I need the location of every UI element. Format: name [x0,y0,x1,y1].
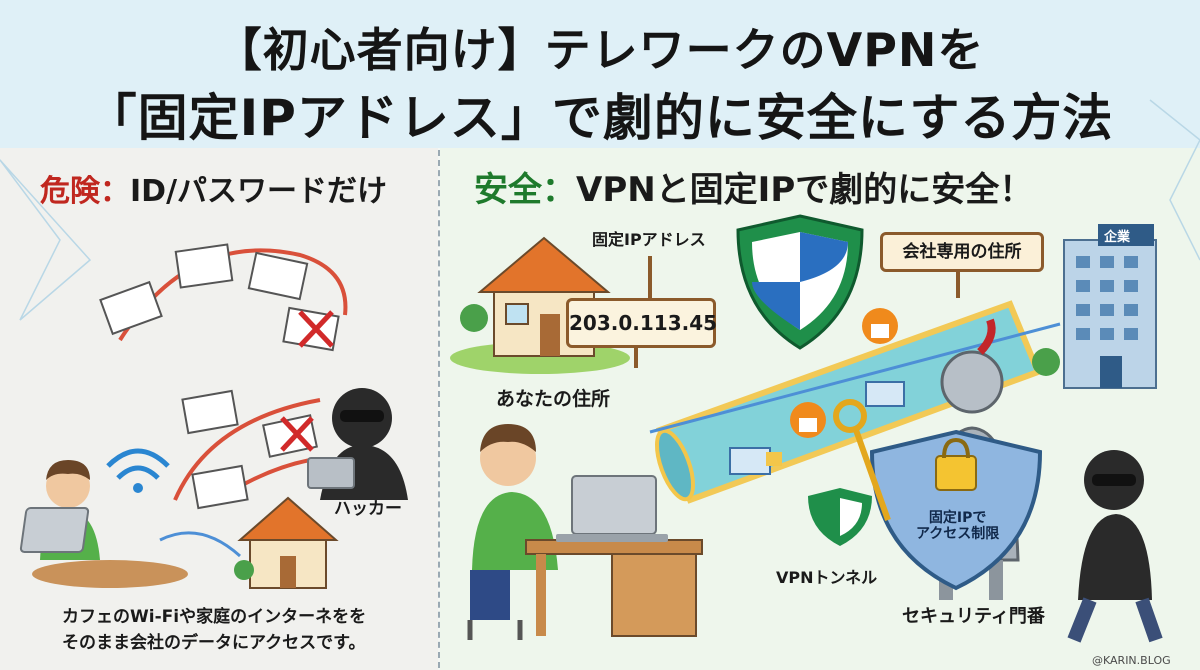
postcard-icon [247,251,309,301]
postcard-icon [99,280,163,336]
envelope-icon [865,381,905,407]
padlock-icon [790,402,826,438]
credit-watermark: @KARIN.BLOG [1092,654,1171,667]
danger-heading-text: ID/パスワードだけ [130,174,388,209]
home-icon-left [234,496,339,589]
company-badge: 企業 [1104,230,1131,245]
panel-divider [438,150,440,668]
small-shield-icon [808,488,872,546]
web-decoration [0,99,1200,321]
envelope-arc-lower [173,389,321,510]
left-caption: カフェのWi-Fiや家庭のインターネをを そのまま会社のデータにアクセスです。 [62,604,366,656]
danger-heading: 危険：ID/パスワードだけ [40,166,387,210]
postcard-icon [191,464,249,510]
shield-caption-line-2: アクセス制限 [916,526,1000,542]
wifi-icon [106,448,170,493]
title-line-2: 「固定IPアドレス」で劇的に安全にする方法 [86,89,1114,147]
hacker-label: ハッカー [334,499,402,519]
company-address-sign: 会社専用の住所 [880,232,1044,272]
ip-address-sign: 203.0.113.45 [566,298,717,348]
safe-heading-text: VPNと固定IPで劇的に安全！ [576,170,1034,210]
caption-line-1: カフェのWi-Fiや家庭のインターネをを [62,607,367,627]
postcard-icon [181,389,239,435]
shield-logo-icon [736,214,864,350]
postcard-icon [174,243,234,289]
home-line [159,531,242,558]
title-line-1: 【初心者向け】テレワークのVPNを [215,23,985,77]
intercepted-postcard-icon [282,306,340,352]
your-address-label: あなたの住所 [496,388,611,410]
hacker-icon [307,388,408,500]
intercepted-postcard-icon [262,414,318,458]
fixed-ip-label: 固定IPアドレス [592,230,706,249]
envelope-icon [729,447,771,475]
envelope-arc-upper [99,243,348,352]
laptop-icon [556,475,668,542]
desk-icon [525,539,703,637]
guard-label: セキュリティ門番 [902,606,1045,627]
shield-caption-line-1: 固定IPで [928,510,987,526]
header-band [0,0,1200,148]
padlock-icon [862,308,898,344]
cafe-user-icon [19,460,188,588]
safe-heading: 安全：VPNと固定IPで劇的に安全！ [474,162,1033,211]
key-icon [833,399,891,522]
shield-caption: 固定IPで アクセス制限 [916,510,999,542]
blocked-hacker-icon [1067,450,1163,643]
company-building-icon [1032,224,1157,389]
caption-line-2: そのまま会社のデータにアクセスです。 [62,633,366,653]
safe-heading-prefix: 安全： [474,170,576,210]
padlock-icon [766,452,782,466]
guard-shield-icon [869,429,1043,591]
danger-heading-prefix: 危険： [40,174,130,209]
vpn-tunnel-label: VPNトンネル [776,568,878,587]
